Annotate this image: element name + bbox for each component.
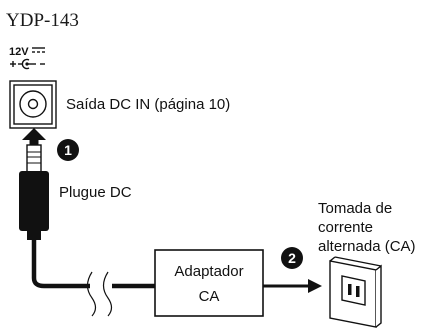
- jack-label: Saída DC IN (página 10): [66, 96, 230, 113]
- outlet-label-line3: alternada (CA): [318, 238, 416, 255]
- cable: [31, 240, 155, 317]
- polarity-symbol: 12V: [9, 46, 45, 70]
- dc-plug-icon: [19, 128, 49, 240]
- step-1-badge: 1: [57, 139, 79, 161]
- outlet-label-line2: corrente: [318, 219, 373, 236]
- step-2-badge: 2: [281, 247, 303, 269]
- svg-text:1: 1: [64, 142, 72, 158]
- outlet-label-line1: Tomada de: [318, 200, 392, 217]
- plug-label: Plugue DC: [59, 184, 132, 201]
- adapter-label-line1: Adaptador: [174, 263, 243, 280]
- adapter-label-line2: CA: [199, 288, 220, 305]
- dc-in-jack-icon: [9, 80, 57, 129]
- svg-text:2: 2: [288, 250, 296, 266]
- voltage-label: 12V: [9, 46, 29, 58]
- arrow-to-outlet-icon: [263, 279, 322, 293]
- polarity-icon: [10, 58, 45, 70]
- model-title: YDP-143: [6, 10, 79, 31]
- wall-outlet-icon: [329, 256, 382, 328]
- ac-adapter: Adaptador CA: [154, 249, 264, 317]
